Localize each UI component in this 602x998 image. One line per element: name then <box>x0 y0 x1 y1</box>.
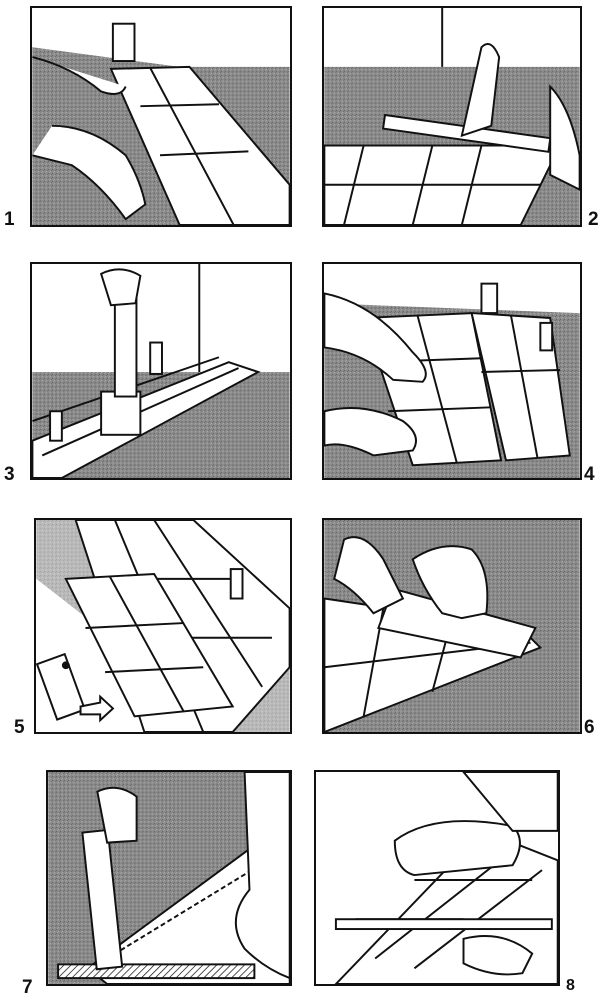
plank-edge <box>58 964 254 978</box>
tapping-block <box>101 392 140 435</box>
step-6-illustration <box>324 520 580 732</box>
step-number: 2 <box>588 210 599 229</box>
step-8-panel <box>314 770 560 986</box>
step-2-illustration <box>324 8 580 225</box>
spacer-wedge <box>540 323 552 350</box>
step-5-panel <box>34 518 292 734</box>
spacer-wedge <box>481 284 497 313</box>
spacer-wedge <box>113 24 135 61</box>
step-7-illustration <box>48 772 290 984</box>
step-7-panel <box>46 770 292 986</box>
step-4-panel <box>322 262 582 480</box>
step-8-illustration <box>316 772 558 984</box>
step-5-illustration <box>36 520 290 732</box>
step-6-panel <box>322 518 582 734</box>
step-number: 3 <box>4 465 15 484</box>
step-3-illustration <box>32 264 290 478</box>
step-number: 8 <box>566 978 575 994</box>
step-4-illustration <box>324 264 580 478</box>
step-number: 4 <box>584 465 595 484</box>
shoe-icon <box>395 821 520 875</box>
block-hole <box>62 661 70 669</box>
pull-bar <box>336 919 552 929</box>
step-number: 5 <box>14 718 25 737</box>
step-2-panel <box>322 6 582 227</box>
spacer-wedge <box>231 569 243 598</box>
step-3-panel <box>30 262 292 480</box>
spacer-wedge <box>50 411 62 440</box>
step-1-illustration <box>32 8 290 225</box>
step-1-panel <box>30 6 292 227</box>
step-number: 1 <box>4 210 15 229</box>
step-number: 7 <box>22 978 33 997</box>
spacer-wedge <box>150 343 162 374</box>
step-number: 6 <box>584 718 595 737</box>
